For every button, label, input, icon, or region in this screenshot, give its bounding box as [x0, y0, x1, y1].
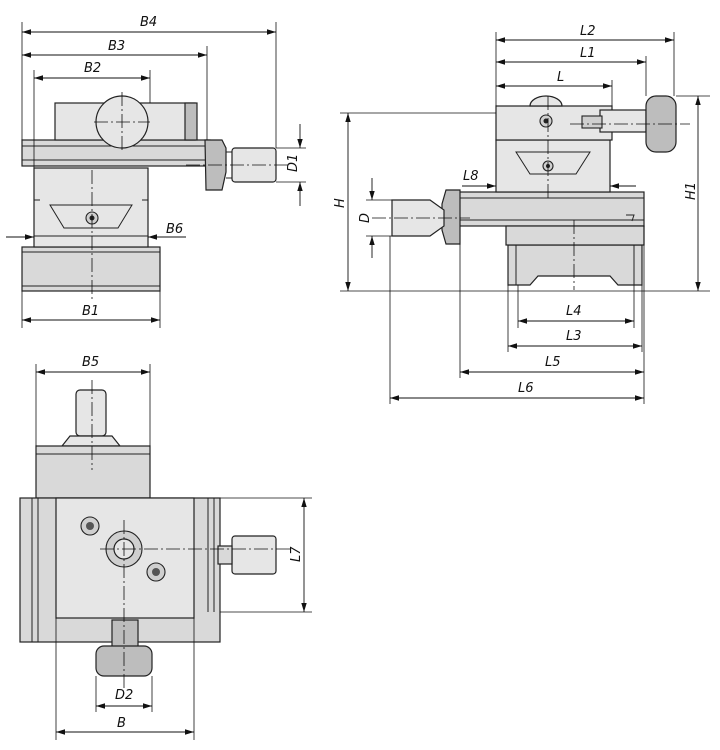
label-L8: L8 [463, 169, 479, 184]
top-view [19, 380, 290, 690]
label-L: L [557, 70, 564, 85]
top-right-spindle [231, 535, 277, 575]
label-L3: L3 [566, 329, 582, 344]
label-L7: L7 [289, 546, 304, 562]
label-H: H [333, 198, 348, 208]
label-L1: L1 [580, 46, 596, 61]
side-slide-plate [457, 191, 645, 227]
label-B5: B5 [82, 355, 99, 370]
front-view [21, 92, 290, 300]
label-L5: L5 [545, 355, 561, 370]
side-left-flange [441, 189, 461, 245]
top-dimensions: B5 L7 D2 B [35, 355, 312, 740]
label-L2: L2 [580, 24, 596, 39]
label-B6: B6 [166, 222, 183, 237]
label-B3: B3 [108, 39, 125, 54]
front-base [21, 246, 161, 292]
label-L4: L4 [566, 304, 582, 319]
label-B: B [117, 716, 126, 731]
label-D1: D1 [286, 154, 301, 172]
front-dovetail [49, 204, 133, 229]
top-upper-block [35, 445, 151, 499]
side-view [372, 95, 690, 290]
top-far-knob [75, 389, 107, 437]
front-dimensions: B4 B3 B2 B1 B6 D1 [6, 15, 306, 328]
front-dovetail-body [33, 167, 149, 248]
label-B4: B4 [140, 15, 157, 30]
side-dimensions: L2 L1 L L8 H H1 D L4 L3 L5 [333, 24, 710, 404]
side-base [507, 244, 643, 286]
label-D2: D2 [115, 688, 133, 703]
side-knob-shaft [599, 109, 647, 133]
label-L6: L6 [518, 381, 534, 396]
label-B2: B2 [84, 61, 101, 76]
label-D: D [358, 213, 373, 223]
label-H1: H1 [684, 182, 699, 200]
label-B1: B1 [82, 304, 99, 319]
